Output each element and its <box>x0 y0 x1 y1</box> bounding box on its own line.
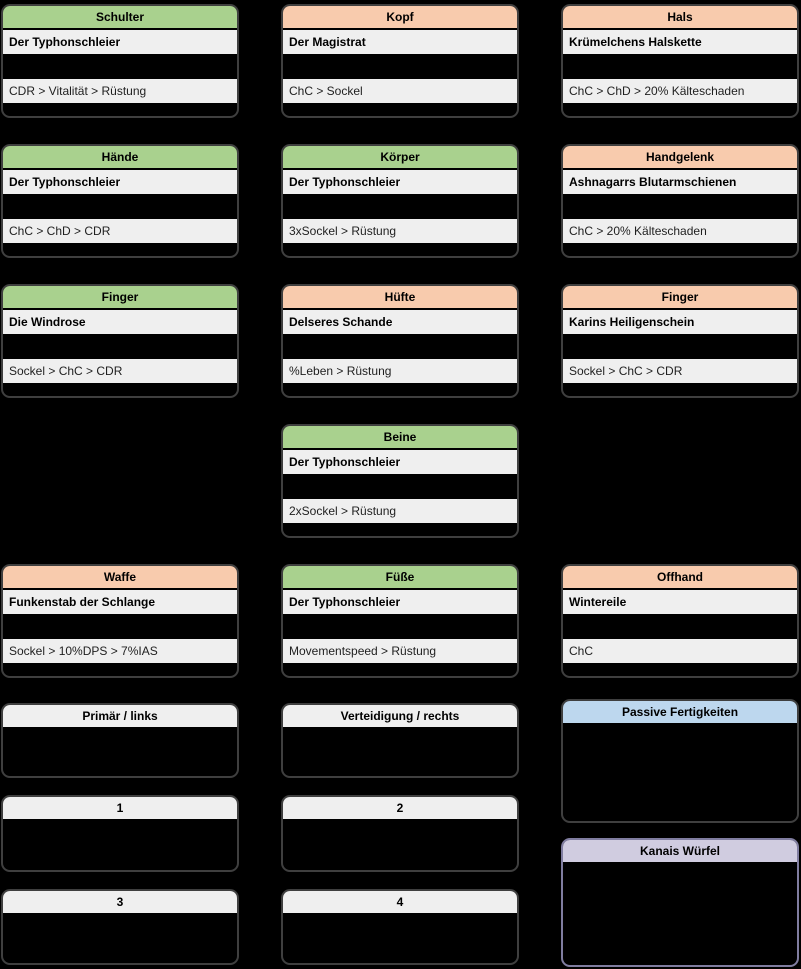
slot-header: Hals <box>563 6 797 30</box>
stat-priority: Sockel > 10%DPS > 7%IAS <box>3 639 237 663</box>
passive-skills-box: Passive Fertigkeiten <box>561 699 799 823</box>
skill-box-title: Primär / links <box>3 705 237 729</box>
item-name: Krümelchens Halskette <box>563 30 797 54</box>
item-name: Der Typhonschleier <box>283 450 517 474</box>
skill-box-2: 2 <box>281 795 519 872</box>
item-name: Ashnagarrs Blutarmschienen <box>563 170 797 194</box>
slot-header: Finger <box>3 286 237 310</box>
passive-skills-title: Passive Fertigkeiten <box>563 701 797 725</box>
slot-header: Hüfte <box>283 286 517 310</box>
skill-box-title: 3 <box>3 891 237 915</box>
slot-header: Körper <box>283 146 517 170</box>
stat-priority: 2xSockel > Rüstung <box>283 499 517 523</box>
equipment-card-koerper: Körper Der Typhonschleier 3xSockel > Rüs… <box>281 144 519 258</box>
kanais-cube-title: Kanais Würfel <box>563 840 797 864</box>
skill-box-title: 2 <box>283 797 517 821</box>
stat-priority: Movementspeed > Rüstung <box>283 639 517 663</box>
equipment-card-waffe: Waffe Funkenstab der Schlange Sockel > 1… <box>1 564 239 678</box>
equipment-card-kopf: Kopf Der Magistrat ChC > Sockel <box>281 4 519 118</box>
stat-priority: 3xSockel > Rüstung <box>283 219 517 243</box>
item-name: Funkenstab der Schlange <box>3 590 237 614</box>
kanais-cube-box: Kanais Würfel <box>561 838 799 967</box>
stat-priority: %Leben > Rüstung <box>283 359 517 383</box>
equipment-card-hals: Hals Krümelchens Halskette ChC > ChD > 2… <box>561 4 799 118</box>
equipment-card-haende: Hände Der Typhonschleier ChC > ChD > CDR <box>1 144 239 258</box>
item-name: Der Magistrat <box>283 30 517 54</box>
skill-box-1: 1 <box>1 795 239 872</box>
skill-box-title: 4 <box>283 891 517 915</box>
stat-priority: ChC > Sockel <box>283 79 517 103</box>
slot-header: Beine <box>283 426 517 450</box>
stat-priority: Sockel > ChC > CDR <box>563 359 797 383</box>
equipment-card-handgelenk: Handgelenk Ashnagarrs Blutarmschienen Ch… <box>561 144 799 258</box>
skill-box-title: Verteidigung / rechts <box>283 705 517 729</box>
stat-priority: CDR > Vitalität > Rüstung <box>3 79 237 103</box>
skill-box-defense: Verteidigung / rechts <box>281 703 519 778</box>
equipment-card-schulter: Schulter Der Typhonschleier CDR > Vitali… <box>1 4 239 118</box>
skill-box-title: 1 <box>3 797 237 821</box>
equipment-card-finger-links: Finger Die Windrose Sockel > ChC > CDR <box>1 284 239 398</box>
equipment-card-offhand: Offhand Wintereile ChC <box>561 564 799 678</box>
skill-box-primary: Primär / links <box>1 703 239 778</box>
stat-priority: ChC > ChD > CDR <box>3 219 237 243</box>
equipment-card-beine: Beine Der Typhonschleier 2xSockel > Rüst… <box>281 424 519 538</box>
item-name: Der Typhonschleier <box>283 170 517 194</box>
item-name: Wintereile <box>563 590 797 614</box>
stat-priority: ChC > 20% Kälteschaden <box>563 219 797 243</box>
slot-header: Offhand <box>563 566 797 590</box>
stat-priority: Sockel > ChC > CDR <box>3 359 237 383</box>
skill-box-4: 4 <box>281 889 519 965</box>
item-name: Der Typhonschleier <box>3 30 237 54</box>
item-name: Der Typhonschleier <box>283 590 517 614</box>
slot-header: Füße <box>283 566 517 590</box>
stat-priority: ChC <box>563 639 797 663</box>
equipment-card-fuesse: Füße Der Typhonschleier Movementspeed > … <box>281 564 519 678</box>
stat-priority: ChC > ChD > 20% Kälteschaden <box>563 79 797 103</box>
slot-header: Kopf <box>283 6 517 30</box>
slot-header: Finger <box>563 286 797 310</box>
item-name: Die Windrose <box>3 310 237 334</box>
slot-header: Waffe <box>3 566 237 590</box>
item-name: Delseres Schande <box>283 310 517 334</box>
slot-header: Handgelenk <box>563 146 797 170</box>
slot-header: Schulter <box>3 6 237 30</box>
item-name: Der Typhonschleier <box>3 170 237 194</box>
slot-header: Hände <box>3 146 237 170</box>
item-name: Karins Heiligenschein <box>563 310 797 334</box>
equipment-card-huefte: Hüfte Delseres Schande %Leben > Rüstung <box>281 284 519 398</box>
equipment-card-finger-rechts: Finger Karins Heiligenschein Sockel > Ch… <box>561 284 799 398</box>
skill-box-3: 3 <box>1 889 239 965</box>
